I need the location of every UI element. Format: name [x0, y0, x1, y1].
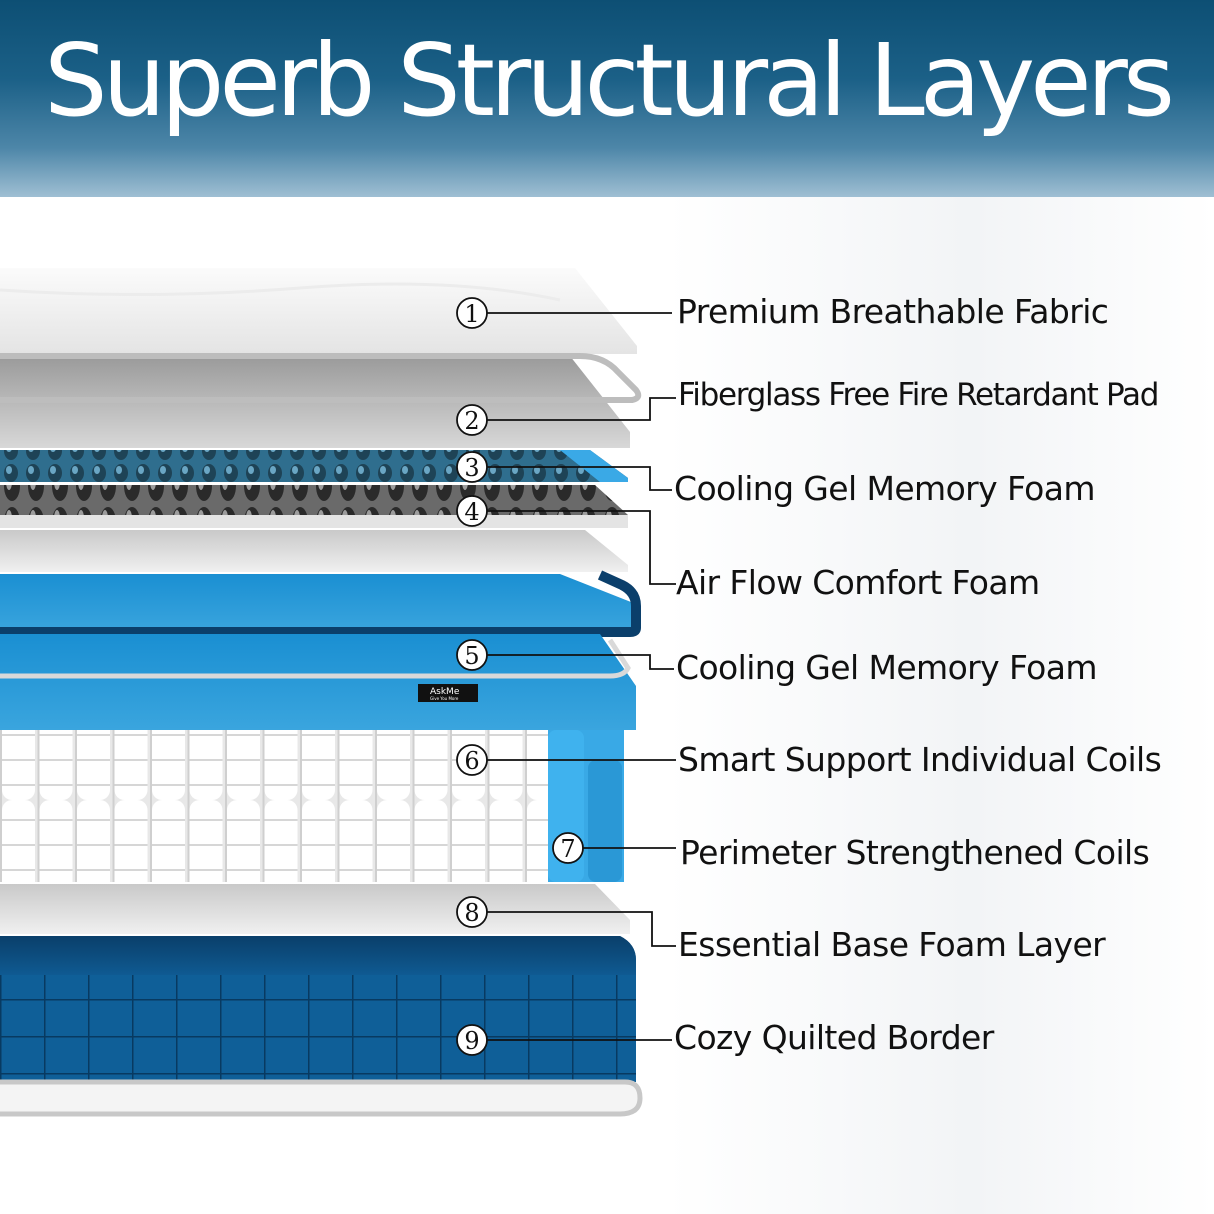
layer-cooling-gel-lower: [0, 634, 636, 730]
layer-base-foam: [0, 884, 630, 934]
leader-lines: [484, 312, 676, 1041]
label-layer-7: Perimeter Strengthened Coils: [680, 833, 1150, 872]
label-layer-9: Cozy Quilted Border: [674, 1018, 994, 1057]
header-banner: [0, 0, 1214, 197]
brand-tag: [418, 684, 478, 702]
badge-9: 9: [456, 1024, 488, 1056]
label-layer-1: Premium Breathable Fabric: [677, 292, 1109, 331]
svg-text:8: 8: [464, 899, 479, 927]
badge-6: 6: [456, 744, 488, 776]
svg-text:3: 3: [464, 454, 479, 482]
svg-text:7: 7: [560, 835, 575, 863]
label-layer-4: Air Flow Comfort Foam: [676, 563, 1040, 602]
badge-1: 1: [456, 297, 488, 329]
badge-4: 4: [456, 495, 488, 527]
label-layer-2: Fiberglass Free Fire Retardant Pad: [678, 377, 1159, 413]
svg-text:2: 2: [464, 407, 479, 435]
badge-5: 5: [456, 639, 488, 671]
badge-3: 3: [456, 451, 488, 483]
label-layer-6: Smart Support Individual Coils: [678, 740, 1162, 779]
svg-text:5: 5: [464, 642, 479, 670]
layer-cooling-gel-top: [0, 450, 628, 482]
svg-text:4: 4: [464, 498, 479, 526]
svg-text:6: 6: [464, 747, 479, 775]
label-layer-5: Cooling Gel Memory Foam: [676, 648, 1098, 687]
svg-text:1: 1: [464, 300, 479, 328]
brand-tagline: Give You More: [430, 696, 459, 701]
layer-blue-foam: [0, 574, 636, 632]
badge-7: 7: [552, 832, 584, 864]
badge-2: 2: [456, 404, 488, 436]
layer-fabric: [0, 268, 637, 354]
page-title: Superb Structural Layers: [44, 22, 1175, 139]
layer-gray-foam: [0, 530, 628, 572]
label-layer-8: Essential Base Foam Layer: [678, 925, 1106, 964]
badge-8: 8: [456, 896, 488, 928]
layer-coils: [0, 730, 548, 882]
svg-text:9: 9: [464, 1027, 479, 1055]
brand-name: AskMe: [430, 687, 460, 697]
label-layer-3: Cooling Gel Memory Foam: [674, 469, 1096, 508]
